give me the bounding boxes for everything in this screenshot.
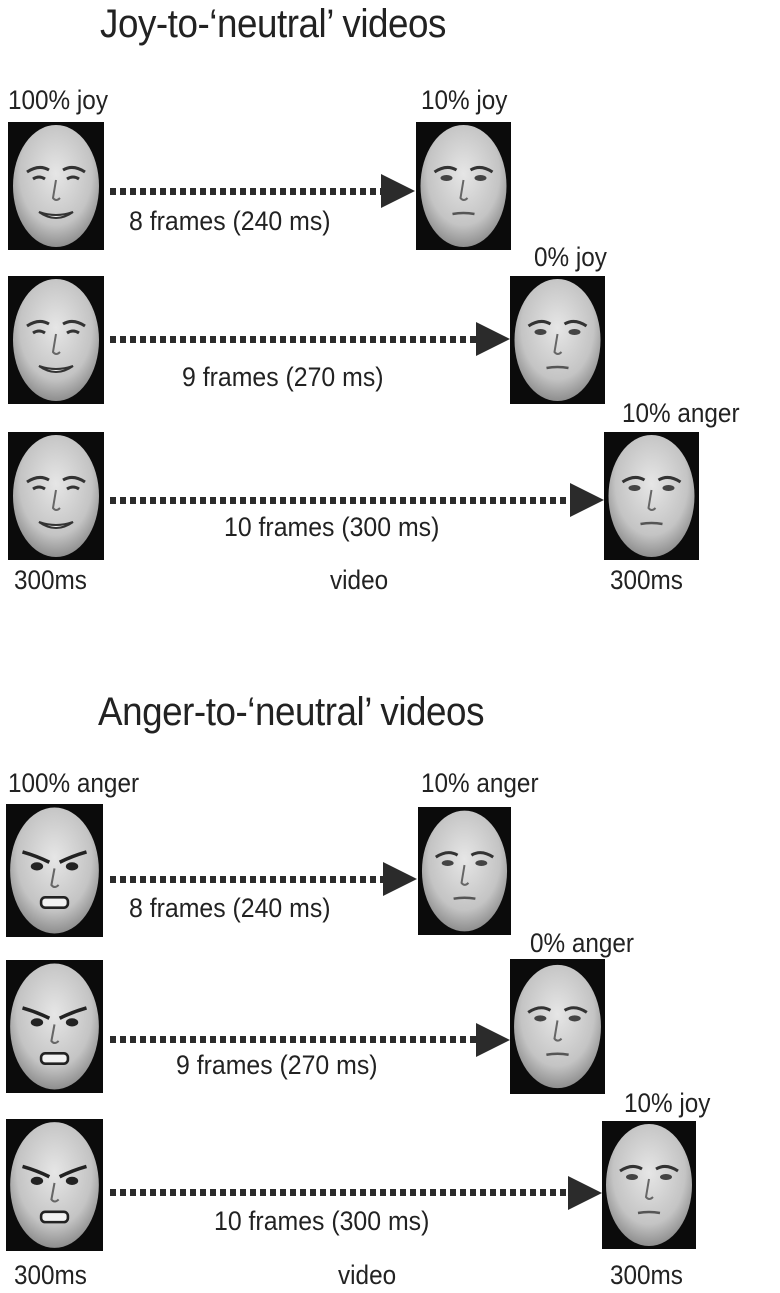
face-photo-anger-slight bbox=[604, 432, 699, 560]
end-label: 10% joy bbox=[624, 1088, 711, 1118]
dotted-arrow-icon bbox=[110, 497, 572, 504]
frames-label: 9 frames (270 ms) bbox=[182, 362, 384, 392]
start-label: 100% joy bbox=[8, 85, 108, 115]
face-photo-joy bbox=[8, 276, 104, 404]
start-label: 100% anger bbox=[8, 768, 140, 798]
face-photo-anger bbox=[6, 804, 103, 937]
end-label: 10% joy bbox=[421, 85, 508, 115]
video-label: video bbox=[330, 565, 389, 595]
arrowhead-icon bbox=[383, 862, 417, 896]
frames-label: 10 frames (300 ms) bbox=[214, 1206, 430, 1236]
face-photo-neutral bbox=[510, 276, 605, 404]
arrowhead-icon bbox=[381, 174, 415, 208]
face-photo-joy bbox=[8, 122, 104, 250]
video-label: video bbox=[338, 1260, 397, 1290]
end-label: 10% anger bbox=[421, 768, 539, 798]
dotted-arrow-icon bbox=[110, 876, 384, 883]
frames-label: 8 frames (240 ms) bbox=[129, 206, 331, 236]
face-photo-neutral bbox=[510, 959, 605, 1094]
end-label: 0% anger bbox=[530, 928, 635, 958]
panel-title: Joy-to-‘neutral’ videos bbox=[100, 2, 446, 46]
arrowhead-icon bbox=[570, 483, 604, 517]
arrowhead-icon bbox=[568, 1176, 602, 1210]
frames-label: 9 frames (270 ms) bbox=[176, 1050, 378, 1080]
face-photo-joy bbox=[8, 432, 104, 560]
face-photo-anger bbox=[6, 960, 103, 1093]
dotted-arrow-icon bbox=[110, 1036, 478, 1043]
end-label: 10% anger bbox=[622, 398, 740, 428]
dotted-arrow-icon bbox=[110, 336, 478, 343]
face-photo-anger bbox=[6, 1119, 103, 1251]
arrowhead-icon bbox=[476, 1023, 510, 1057]
face-photo-neutral bbox=[418, 807, 511, 935]
frames-label: 8 frames (240 ms) bbox=[129, 893, 331, 923]
panel-title: Anger-to-‘neutral’ videos bbox=[98, 690, 485, 734]
static-duration-start: 300ms bbox=[14, 1260, 87, 1290]
arrowhead-icon bbox=[476, 322, 510, 356]
end-label: 0% joy bbox=[534, 242, 607, 272]
static-duration-start: 300ms bbox=[14, 565, 87, 595]
static-duration-end: 300ms bbox=[610, 1260, 683, 1290]
dotted-arrow-icon bbox=[110, 188, 382, 195]
face-photo-joy-slight bbox=[602, 1121, 696, 1249]
static-duration-end: 300ms bbox=[610, 565, 683, 595]
face-photo-neutral bbox=[416, 122, 511, 250]
frames-label: 10 frames (300 ms) bbox=[224, 512, 440, 542]
dotted-arrow-icon bbox=[110, 1189, 570, 1196]
